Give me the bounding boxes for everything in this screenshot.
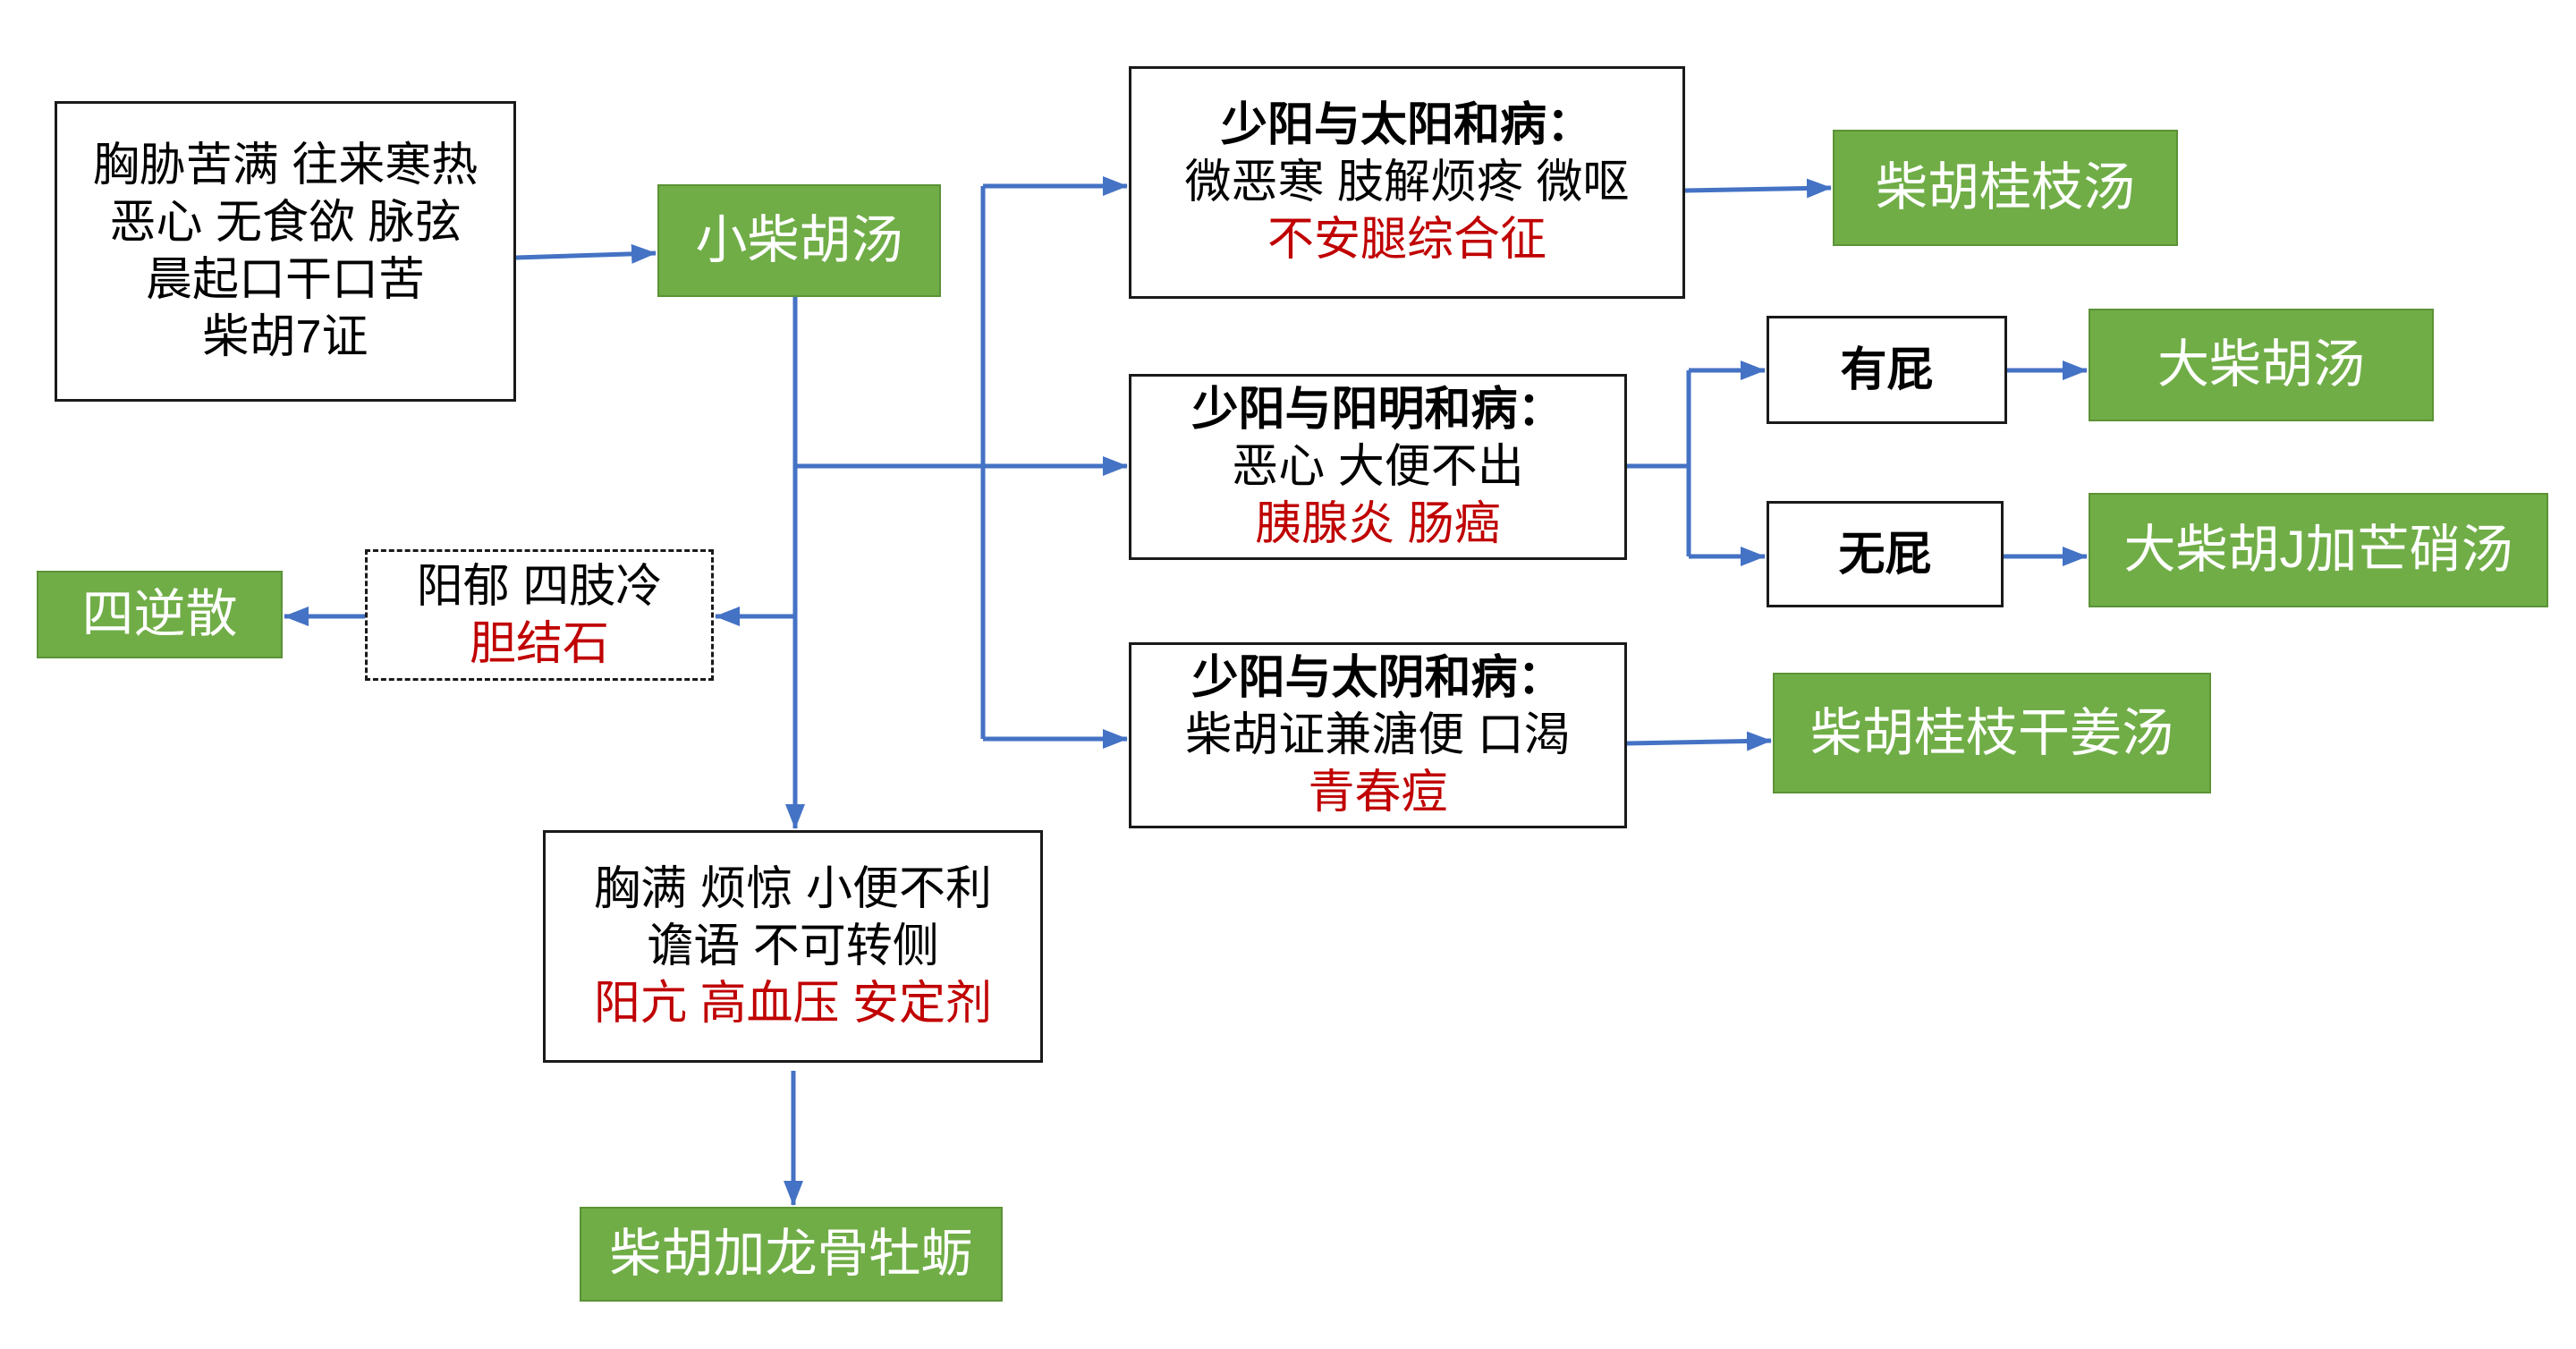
shaoyang-yangming-box: 少阳与阳明和病： 恶心 大便不出 胰腺炎 肠癌 (1129, 374, 1627, 560)
condition-symptoms: 胸满 烦惊 小便不利 (594, 863, 992, 915)
condition-symptoms: 恶心 大便不出 (1232, 441, 1524, 493)
related-disease: 胆结石 (469, 617, 609, 670)
symptom-line: 胸胁苦满 往来寒热 (92, 140, 479, 191)
recipe-label: 大柴胡汤 (2157, 335, 2365, 394)
arrow-taiyang-to-guizhi (1684, 178, 1832, 199)
chaihu-longgu-muli-node: 柴胡加龙骨牡蛎 (580, 1207, 1003, 1302)
recipe-label: 四逆散 (81, 585, 238, 643)
shaoyang-taiyang-box: 少阳与太阳和病： 微恶寒 肢解烦疼 微呕 不安腿综合征 (1129, 66, 1685, 299)
xiao-chaihu-tang-node: 小柴胡汤 (657, 184, 941, 297)
chaihu-guizhi-ganjiang-tang-node: 柴胡桂枝干姜汤 (1773, 673, 2211, 793)
da-chaihu-mangxiao-tang-node: 大柴胡J加芒硝汤 (2089, 493, 2548, 607)
related-disease: 不安腿综合征 (1267, 214, 1546, 266)
chaihu-symptoms-box: 胸胁苦满 往来寒热 恶心 无食欲 脉弦 晨起口干口苦 柴胡7证 (55, 101, 516, 402)
symptom-line: 柴胡7证 (202, 311, 369, 363)
recipe-label: 柴胡桂枝干姜汤 (1809, 703, 2174, 762)
arrow-symptoms-to-xiao-chaihu (515, 243, 657, 264)
branch-label: 无屁 (1838, 528, 1932, 581)
condition-symptoms: 柴胡证兼溏便 口渴 (1185, 709, 1571, 761)
wu-pi-box: 无屁 (1767, 501, 2004, 607)
condition-title: 少阳与阳明和病： (1191, 384, 1564, 436)
condition-symptoms: 阳郁 四肢冷 (416, 560, 663, 613)
symptom-line: 晨起口干口苦 (145, 254, 425, 306)
arrow-taiyin-to-ganjiang (1626, 731, 1772, 751)
branch-label: 有屁 (1840, 344, 1934, 396)
xiongman-box: 胸满 烦惊 小便不利 谵语 不可转侧 阳亢 高血压 安定剂 (543, 830, 1043, 1063)
related-disease: 青春痘 (1308, 767, 1448, 819)
da-chaihu-tang-node: 大柴胡汤 (2089, 309, 2434, 421)
chaihu-guizhi-tang-node: 柴胡桂枝汤 (1833, 130, 2178, 246)
symptom-line: 恶心 无食欲 脉弦 (109, 197, 462, 249)
condition-title: 少阳与太阳和病： (1220, 99, 1593, 151)
condition-symptoms: 谵语 不可转侧 (647, 921, 939, 972)
related-disease: 胰腺炎 肠癌 (1255, 498, 1501, 550)
condition-symptoms: 微恶寒 肢解烦疼 微呕 (1184, 157, 1630, 208)
you-pi-box: 有屁 (1767, 316, 2007, 424)
shaoyang-taiyin-box: 少阳与太阴和病： 柴胡证兼溏便 口渴 青春痘 (1129, 642, 1627, 828)
related-disease: 阳亢 高血压 安定剂 (594, 978, 992, 1030)
recipe-label: 柴胡桂枝汤 (1875, 158, 2135, 216)
sini-san-node: 四逆散 (37, 571, 283, 658)
recipe-label: 柴胡加龙骨牡蛎 (609, 1225, 973, 1283)
recipe-label: 小柴胡汤 (695, 211, 903, 269)
yangyu-box: 阳郁 四肢冷 胆结石 (365, 549, 714, 681)
condition-title: 少阳与太阴和病： (1191, 652, 1564, 704)
recipe-label: 大柴胡J加芒硝汤 (2123, 521, 2513, 579)
